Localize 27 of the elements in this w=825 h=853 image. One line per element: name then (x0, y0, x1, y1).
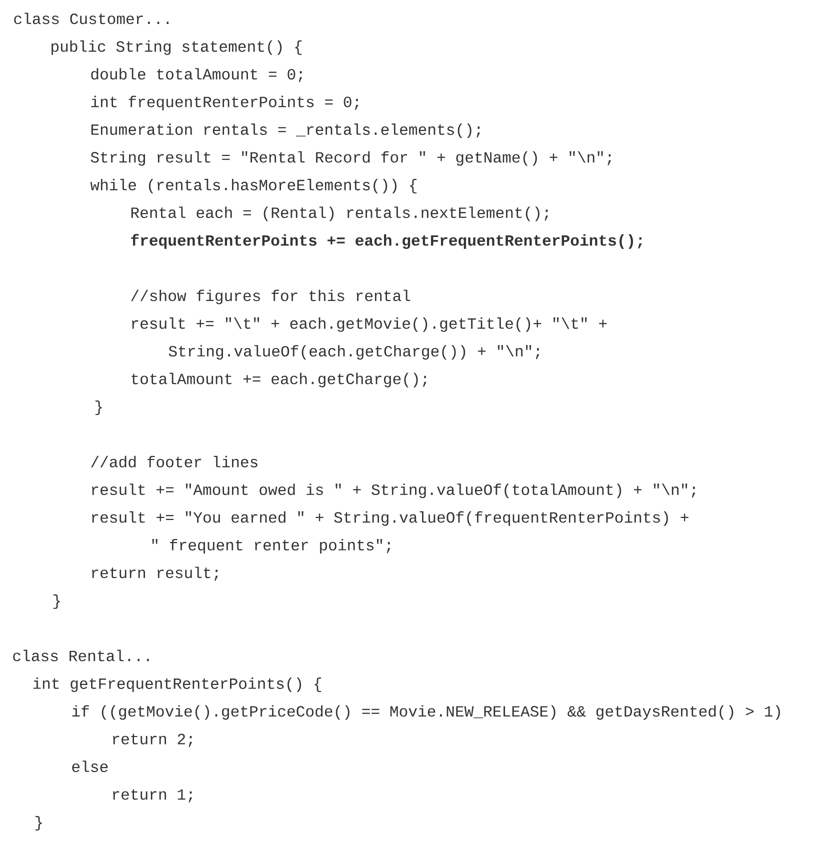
code-line: public String statement() { (52, 40, 302, 55)
code-line: Enumeration rentals = _rentals.elements(); (91, 124, 480, 138)
code-line: //show figures for this rental (131, 290, 410, 304)
code-line: } (95, 400, 102, 416)
code-line: result += "You earned " + String.valueOf(frequentRenterPoints) + (92, 511, 688, 526)
code-line: frequentRenterPoints += each.getFrequentRenterPoints(); (131, 234, 642, 249)
code-line: int getFrequentRenterPoints() { (33, 678, 322, 692)
code-line: } (35, 816, 42, 831)
code-line: if ((getMovie().getPriceCode() == Movie.NEW_RELEASE) && getDaysRented() > 1) (72, 705, 780, 720)
code-line: Rental each = (Rental) rentals.nextElement(); (131, 206, 548, 222)
code-line: result += "Amount owed is " + String.valueOf(totalAmount) + "\n"; (92, 484, 696, 498)
code-line: return result; (92, 566, 218, 581)
code-line: //add footer lines (91, 456, 258, 468)
code-line: String.valueOf(each.getCharge()) + "\n"; (168, 345, 540, 360)
code-line: int frequentRenterPoints = 0; (91, 96, 358, 110)
code-line: while (rentals.hasMoreElements()) { (90, 178, 417, 194)
code-line: double totalAmount = 0; (91, 68, 302, 82)
code-line: else (72, 760, 108, 772)
code-line: class Customer... (14, 12, 169, 24)
code-line: return 2; (113, 734, 192, 747)
code-line: " frequent renter points"; (152, 539, 390, 554)
code-line: return 1; (113, 789, 192, 802)
code-line: String result = "Rental Record for " + getName() + "\n"; (90, 151, 611, 166)
code-line: result += "\t" + each.getMovie().getTitle()+ "\t" + (132, 317, 607, 332)
code-line: } (53, 594, 60, 609)
code-line: class Rental... (13, 650, 149, 662)
code-line: totalAmount += each.getCharge(); (132, 372, 426, 388)
